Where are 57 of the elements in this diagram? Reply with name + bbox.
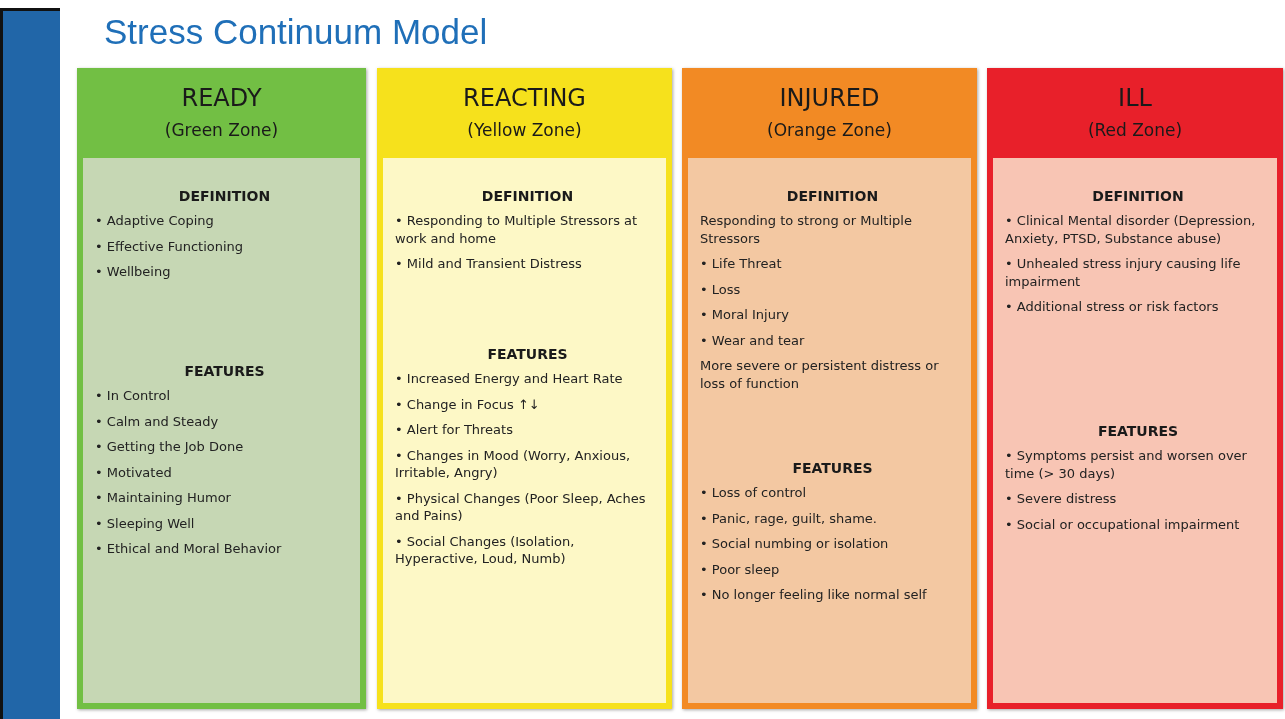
list-item: • Moral Injury (700, 306, 790, 324)
slide-title: Stress Continuum Model (104, 12, 488, 52)
list-item: • Wear and tear (700, 331, 806, 350)
list-item: • Loss of control (700, 484, 808, 502)
zone-subtitle: (Yellow Zone) (466, 120, 583, 140)
list-item: • Social or occupational impairment (1005, 515, 1241, 534)
list-item: • Ethical and Moral Behavior (95, 540, 283, 558)
list-item: • Social numbing or isolation (700, 535, 890, 553)
list-item: • Loss (700, 280, 742, 299)
list-item: • Additional stress or risk factors (1005, 298, 1220, 316)
list-item: Responding to strong or Multiple Stressors (700, 212, 913, 248)
list-item: • Change in Focus ↑↓ (395, 395, 541, 414)
section-heading: FEATURES (791, 460, 874, 476)
list-item: • No longer feeling like normal self (700, 586, 928, 604)
side-bar (0, 8, 60, 719)
list-item: • In Control (95, 387, 171, 405)
list-item: • Clinical Mental disorder (Depression, Anxiety, PTSD, Substance abuse) (1005, 212, 1257, 248)
list-item: • Physical Changes (Poor Sleep, Aches and Pains) (395, 489, 647, 525)
section-heading: DEFINITION (1091, 188, 1185, 204)
zone-heading: ILL (1117, 84, 1153, 112)
list-item: More severe or persistent distress or loss of function (700, 357, 940, 393)
list-item: • Getting the Job Done (95, 438, 245, 456)
section-heading: FEATURES (486, 346, 569, 362)
list-item: • Adaptive Coping (95, 212, 215, 230)
zone-heading: INJURED (778, 84, 881, 112)
zone-subtitle: (Green Zone) (163, 120, 280, 140)
list-item: • Symptoms persist and worsen over time (> 30 days) (1005, 447, 1248, 483)
list-item: • Life Threat (700, 255, 783, 273)
list-item: • Panic, rage, guilt, shame. (700, 509, 878, 528)
section-heading: FEATURES (1096, 423, 1180, 439)
list-item: • Increased Energy and Heart Rate (395, 370, 624, 388)
zone-heading: REACTING (462, 84, 587, 112)
list-item: • Social Changes (Isolation, Hyperactive, Loud, Numb) (395, 532, 576, 568)
list-item: • Effective Functioning (95, 237, 245, 256)
zone-column (682, 68, 977, 709)
list-item: • Mild and Transient Distress (395, 255, 583, 273)
section-heading: FEATURES (183, 363, 266, 379)
section-heading: DEFINITION (785, 188, 880, 204)
list-item: • Unhealed stress injury causing life impairment (1005, 255, 1242, 291)
list-item: • Responding to Multiple Stressors at work and home (395, 212, 639, 248)
list-item: • Maintaining Humor (95, 489, 232, 507)
list-item: • Motivated (95, 463, 173, 482)
section-heading: DEFINITION (480, 188, 575, 204)
list-item: • Severe distress (1005, 490, 1118, 508)
section-heading: DEFINITION (177, 188, 272, 204)
list-item: • Calm and Steady (95, 412, 220, 431)
zone-subtitle: (Orange Zone) (766, 120, 893, 140)
list-item: • Alert for Threats (395, 421, 514, 439)
zone-column (377, 68, 672, 709)
zone-subtitle: (Red Zone) (1086, 120, 1184, 140)
list-item: • Sleeping Well (95, 514, 196, 533)
list-item: • Poor sleep (700, 560, 781, 579)
list-item: • Changes in Mood (Worry, Anxious, Irritable, Angry) (395, 446, 632, 482)
zone-column (987, 68, 1283, 709)
list-item: • Wellbeing (95, 263, 172, 281)
zone-heading: READY (180, 84, 263, 112)
zone-column (77, 68, 366, 709)
